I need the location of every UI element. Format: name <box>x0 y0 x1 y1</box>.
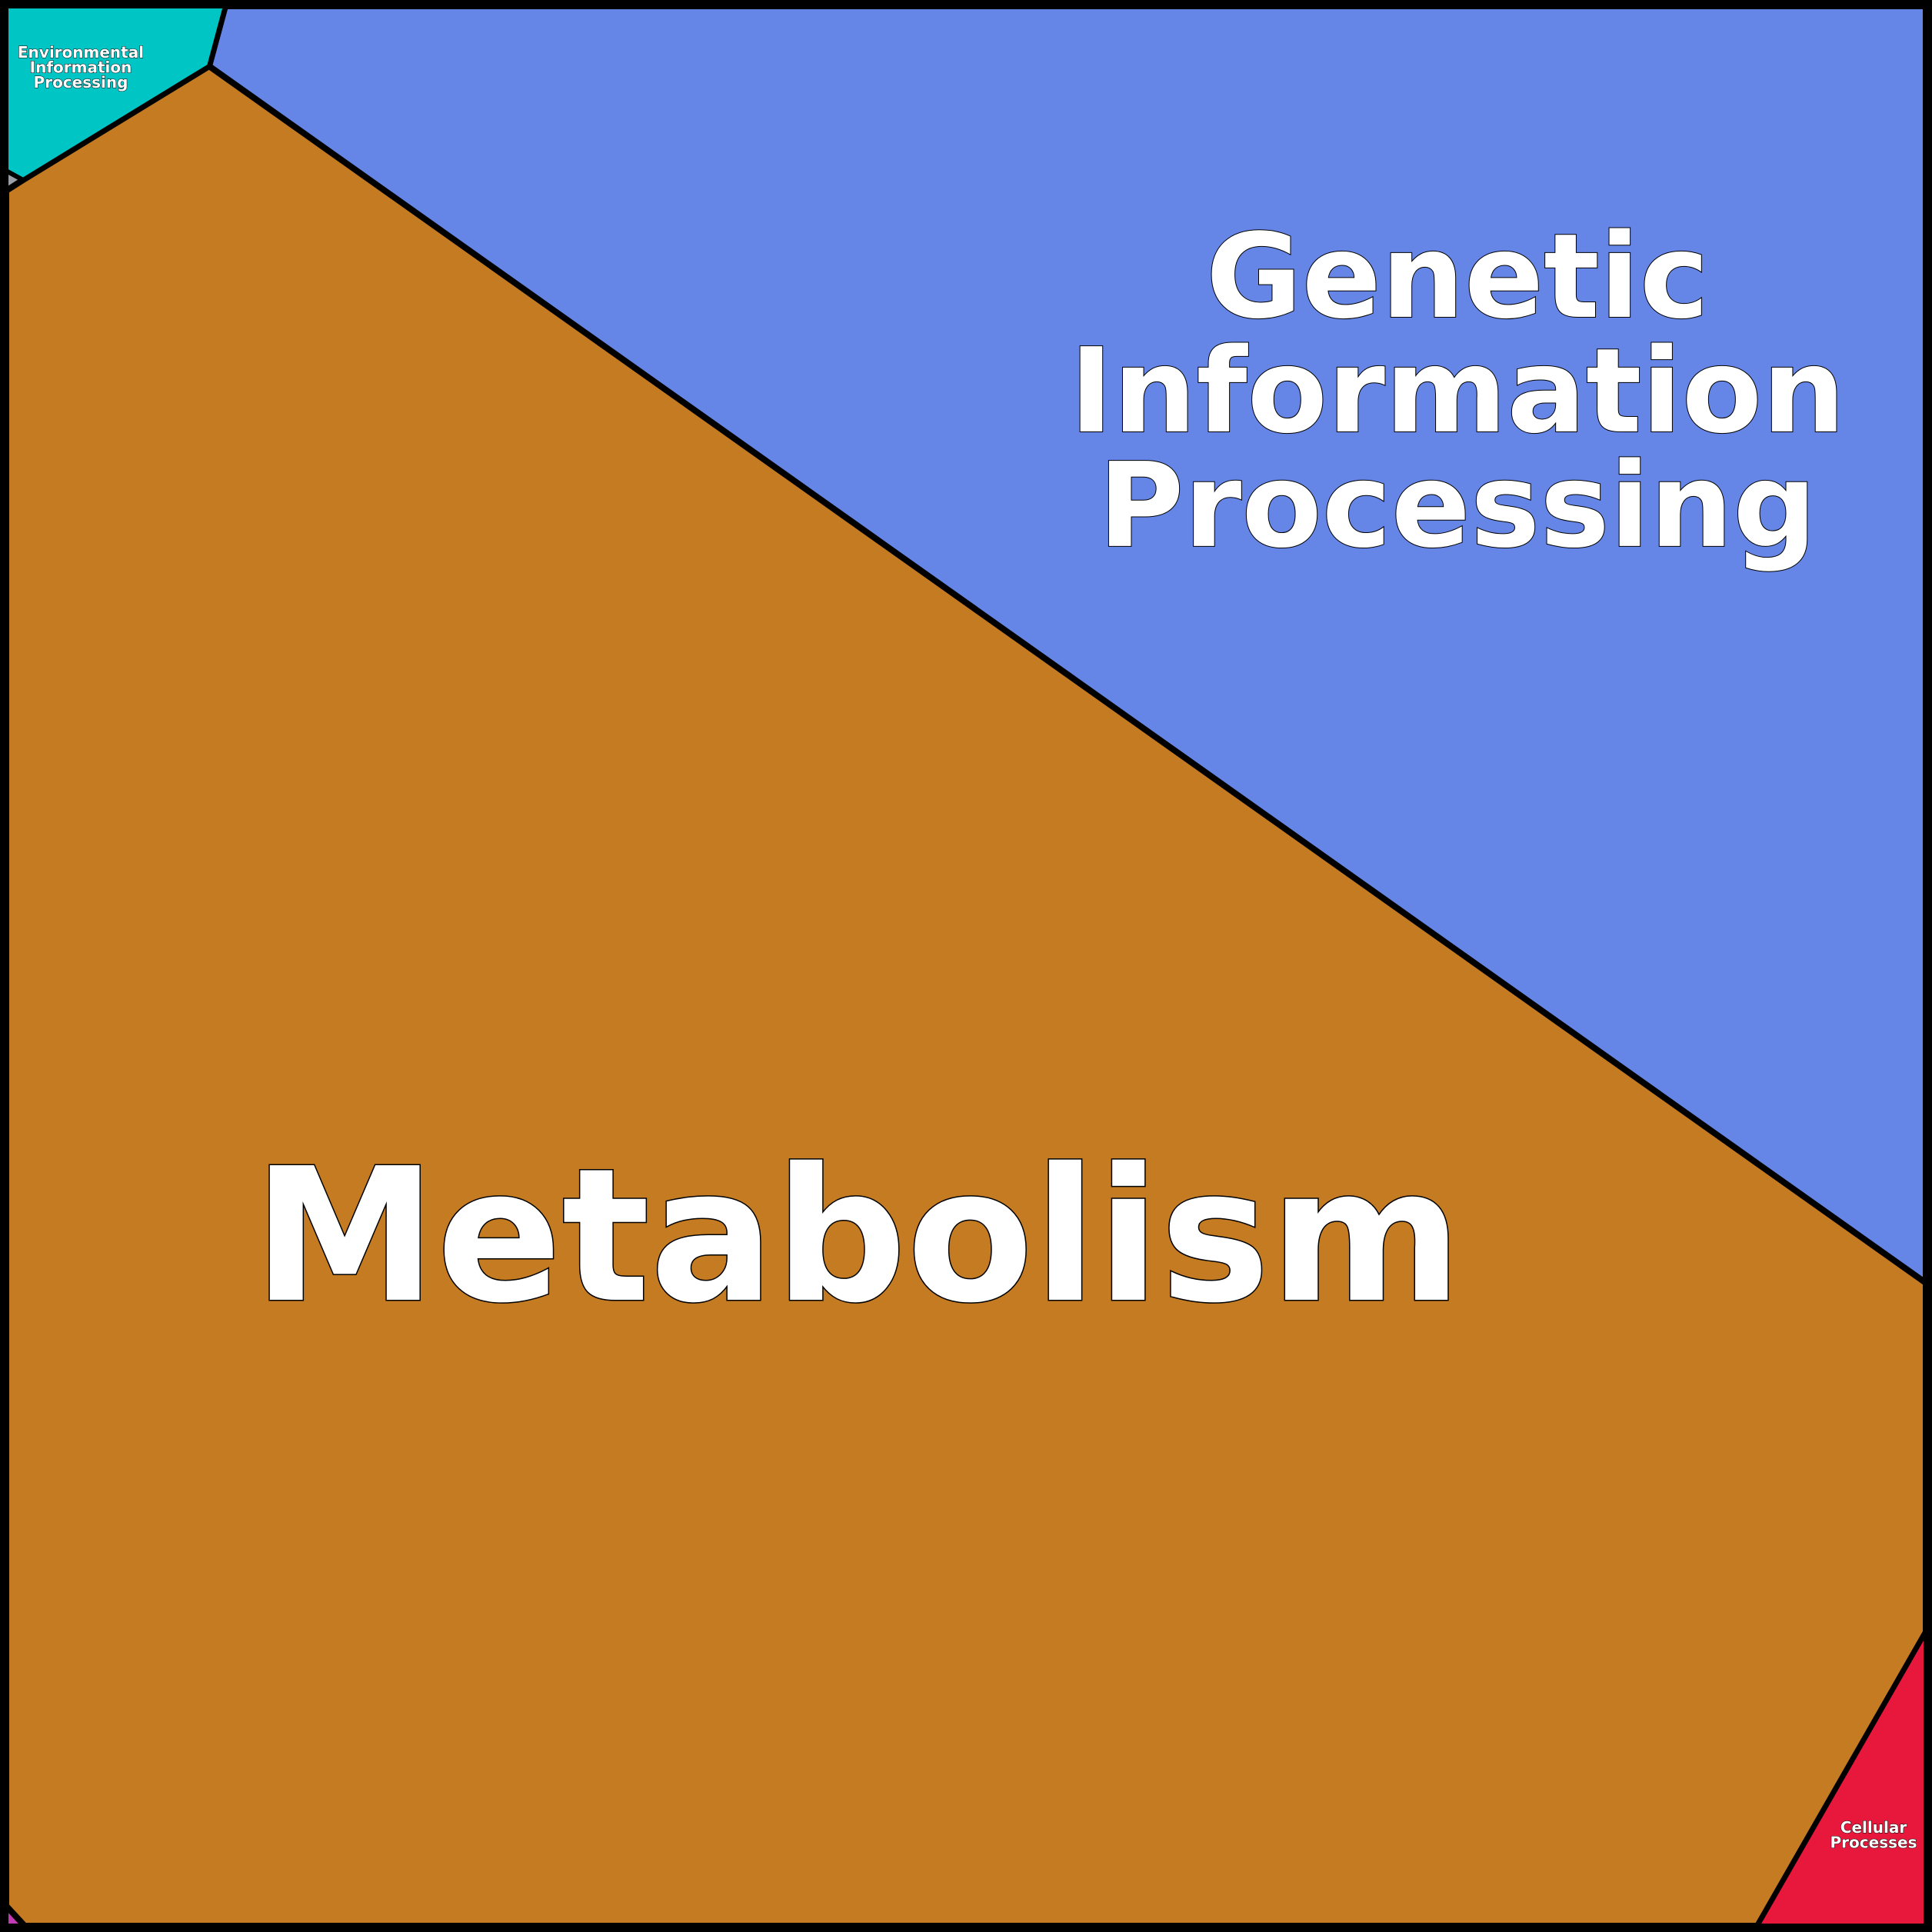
label-line: Genetic <box>1206 208 1709 345</box>
label-line: Information <box>1070 323 1846 459</box>
cell-metabolism: Metabolism <box>3 63 1929 1929</box>
label-line: Metabolism <box>253 1128 1462 1344</box>
label-line: Environmental <box>18 43 144 62</box>
label-line: Processes <box>1830 1834 1917 1852</box>
label-line: Information <box>30 58 132 77</box>
label-line: Processing <box>1098 438 1817 574</box>
label-line: Processing <box>34 73 128 92</box>
label-line: Cellular <box>1840 1818 1907 1837</box>
cell-metabolism-label: Metabolism <box>253 1128 1462 1344</box>
